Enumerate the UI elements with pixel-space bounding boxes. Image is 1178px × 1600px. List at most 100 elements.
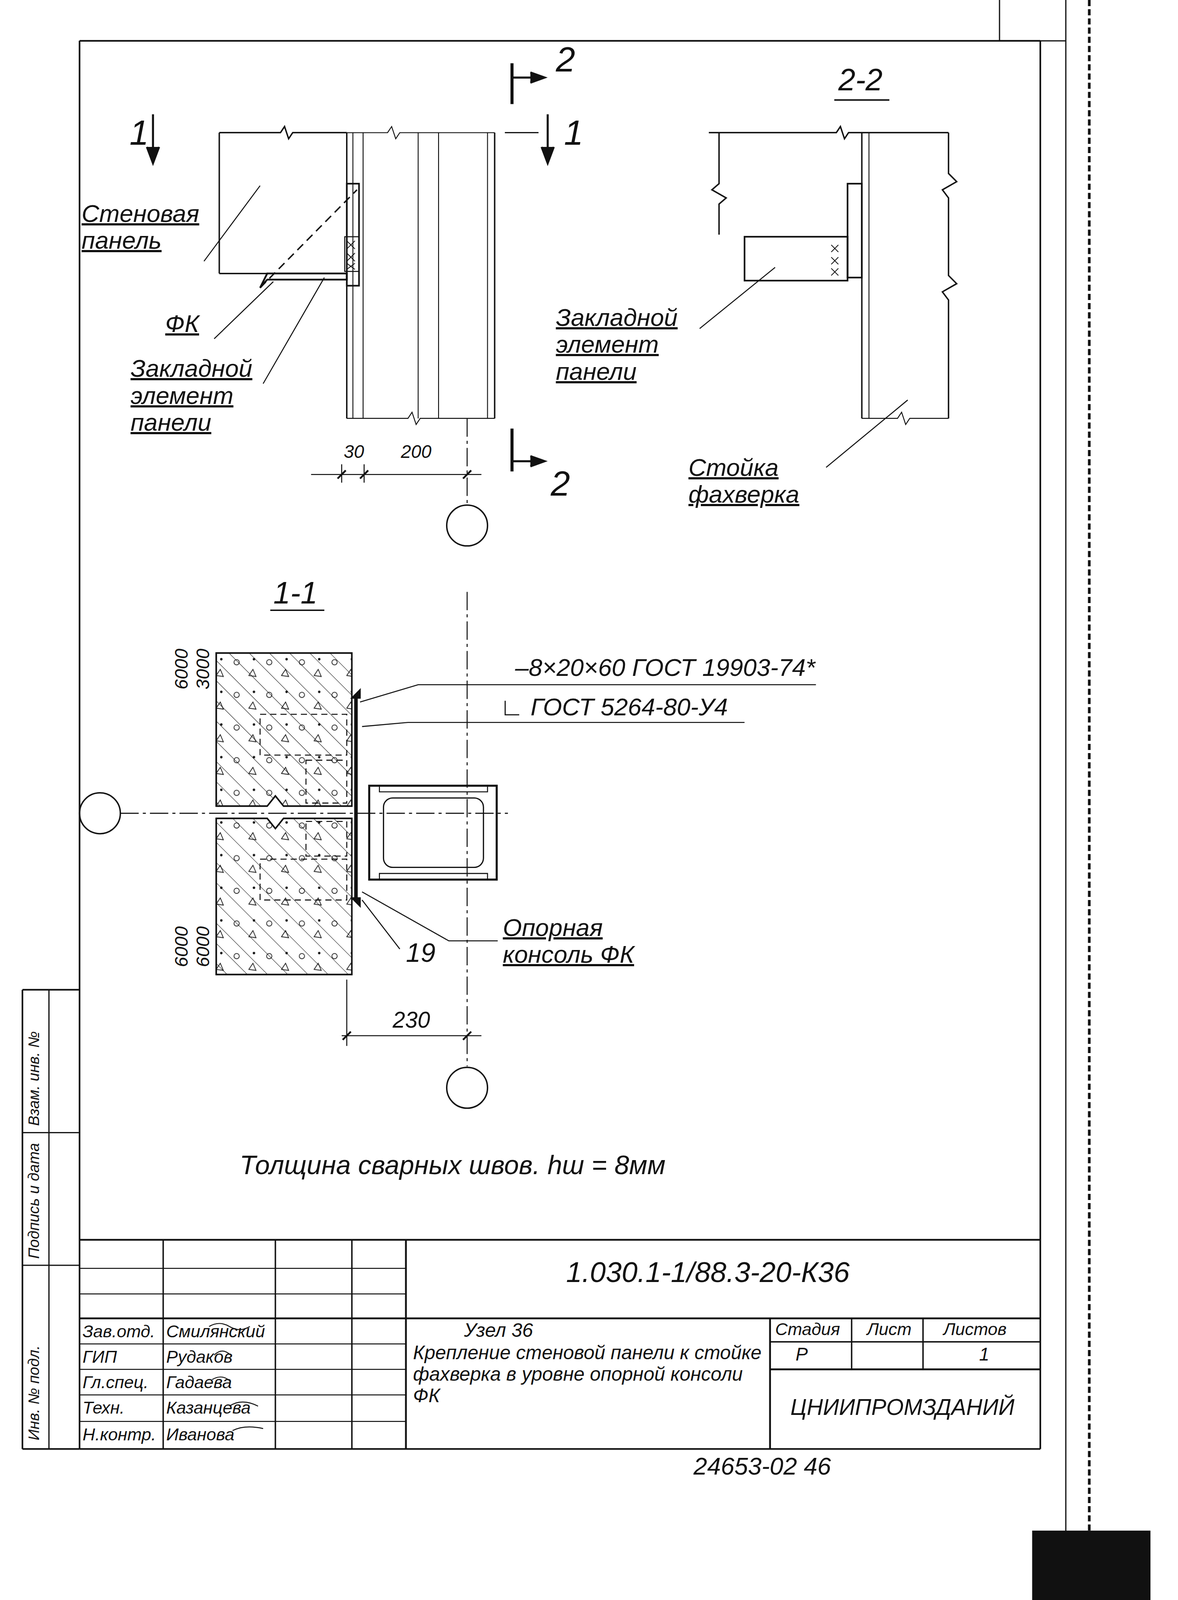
sheet-frame-part: [999, 40, 1066, 42]
title-block-part: [850, 1318, 853, 1370]
title-cell: Смилянский: [166, 1321, 265, 1341]
weld-spec: ∟ ГОСТ 5264-80-У4: [499, 693, 729, 721]
section-1-1-part: [342, 1031, 351, 1040]
section-2-2-part: [699, 267, 775, 329]
section-1-1-part-part: [306, 821, 347, 857]
dimension: 6000: [171, 926, 192, 968]
sheet-frame-part: [999, 0, 1001, 41]
plan-view-part: [214, 281, 274, 339]
section-mark: 1: [564, 114, 584, 153]
part-spec: –8×20×60 ГОСТ 19903-74*: [514, 653, 815, 681]
section-marks-part: [510, 428, 514, 472]
title-cell: Н.контр.: [82, 1424, 156, 1444]
title-block-part: [79, 1420, 406, 1422]
title-block-part: [922, 1318, 924, 1370]
section-1-1-part: [369, 785, 497, 880]
dimension: 200: [400, 441, 432, 462]
plan-view-part: [219, 126, 347, 139]
title-block-part: [79, 1267, 406, 1269]
title-cell: Зав.отд.: [82, 1321, 155, 1341]
section-1-1-part: [260, 714, 347, 900]
plan-view-part: [360, 470, 369, 479]
title-block-part: [770, 1368, 1041, 1371]
title-block: [79, 1239, 1041, 1450]
title-block-part: [79, 1293, 406, 1295]
sheet-frame-part: [79, 1448, 1041, 1450]
section-2-2-part: [847, 183, 863, 278]
plan-view-part: [463, 470, 472, 479]
archive-number: 24653-02 46: [693, 1452, 831, 1480]
dimension: 6000: [171, 648, 192, 690]
title-cell: Казанцева: [166, 1398, 251, 1418]
section-1-1-part: [341, 1035, 482, 1036]
sheet-frame-part: [1039, 40, 1042, 1450]
section-mark: 2: [555, 40, 575, 79]
section-marks: [146, 63, 890, 611]
view-label: 2-2: [838, 63, 883, 97]
sheet-frame-part: [1065, 0, 1067, 1600]
section-marks-part: [504, 132, 539, 134]
title-block-part: [79, 1343, 406, 1345]
section-marks-part: [530, 456, 545, 467]
plan-view-part: [346, 412, 495, 425]
title-cell: Рудаков: [166, 1347, 233, 1367]
section-2-2-part: [942, 132, 957, 418]
section-1-1-part: [383, 797, 484, 868]
section-1-1-part: [216, 818, 352, 975]
section-mark: 1: [129, 114, 149, 153]
section-1-1-part: [351, 689, 361, 907]
sheet-frame-part: [1031, 1530, 1151, 1600]
section-1-1-part-part: [362, 891, 498, 941]
section-2-2-part: [868, 132, 870, 418]
part-label: Опорная консоль ФК: [502, 913, 676, 968]
plan-view-part: [346, 126, 495, 139]
sheet-frame-part: [48, 989, 50, 1450]
plan-view-part: [260, 273, 347, 289]
plan-view-part: [219, 272, 268, 275]
section-1-1-part: [216, 653, 352, 807]
section-1-1-part: [379, 785, 488, 880]
section-marks-part: [530, 72, 545, 83]
dimension: 30: [343, 441, 365, 462]
title-cell: Р: [795, 1344, 808, 1365]
section-marks-part: [510, 63, 514, 104]
title-cell: Гадаева: [166, 1372, 233, 1392]
plan-view: [203, 126, 495, 546]
plan-view-part: [493, 132, 496, 418]
section-1-1-part: [463, 1031, 472, 1040]
title-cell: ЦНИИПРОМЗДАНИЙ: [790, 1395, 1015, 1420]
title-block-part: [769, 1318, 772, 1450]
sheet-frame-part: [22, 1448, 80, 1450]
part-label: Стойка фахверка: [688, 453, 822, 508]
margin-cell: Взам. инв. №: [25, 1031, 43, 1127]
section-2-2-part: [708, 126, 949, 139]
plan-view-part: [438, 132, 440, 418]
section-2-2-part: [861, 412, 949, 425]
title-cell: 1: [979, 1344, 990, 1365]
section-1-1-part-part: [306, 760, 347, 804]
sheet-frame-part: [22, 1131, 80, 1134]
title-cell: Узел 36: [464, 1319, 533, 1342]
dimension: 6000: [192, 926, 214, 968]
section-1-1-part-part: [362, 722, 745, 727]
title-cell: Иванова: [166, 1424, 235, 1444]
plan-view-part: [487, 132, 489, 418]
title-block-part: [79, 1238, 1041, 1241]
sheet-frame-part: [22, 1264, 80, 1267]
section-1-1-part-part: [362, 899, 400, 950]
title-cell: Лист: [867, 1319, 912, 1339]
section-2-2-part: [744, 236, 848, 281]
section-2-2-part: [826, 399, 908, 468]
title-cell: Крепление стеновой панели к стойке фахве…: [413, 1342, 765, 1407]
title-block-part: [770, 1341, 1041, 1343]
part-label: ФК: [165, 310, 200, 337]
dimension: 3000: [192, 648, 214, 690]
sheet-frame: [22, 0, 1151, 1600]
section-1-1-part: [79, 792, 121, 834]
section-1-1: [79, 591, 816, 1108]
section-1-1-part: [120, 812, 508, 814]
title-cell: Гл.спец.: [82, 1372, 149, 1392]
sheet-frame-part: [78, 40, 81, 1450]
drawing-code: 1.030.1-1/88.3-20-К36: [566, 1256, 850, 1289]
